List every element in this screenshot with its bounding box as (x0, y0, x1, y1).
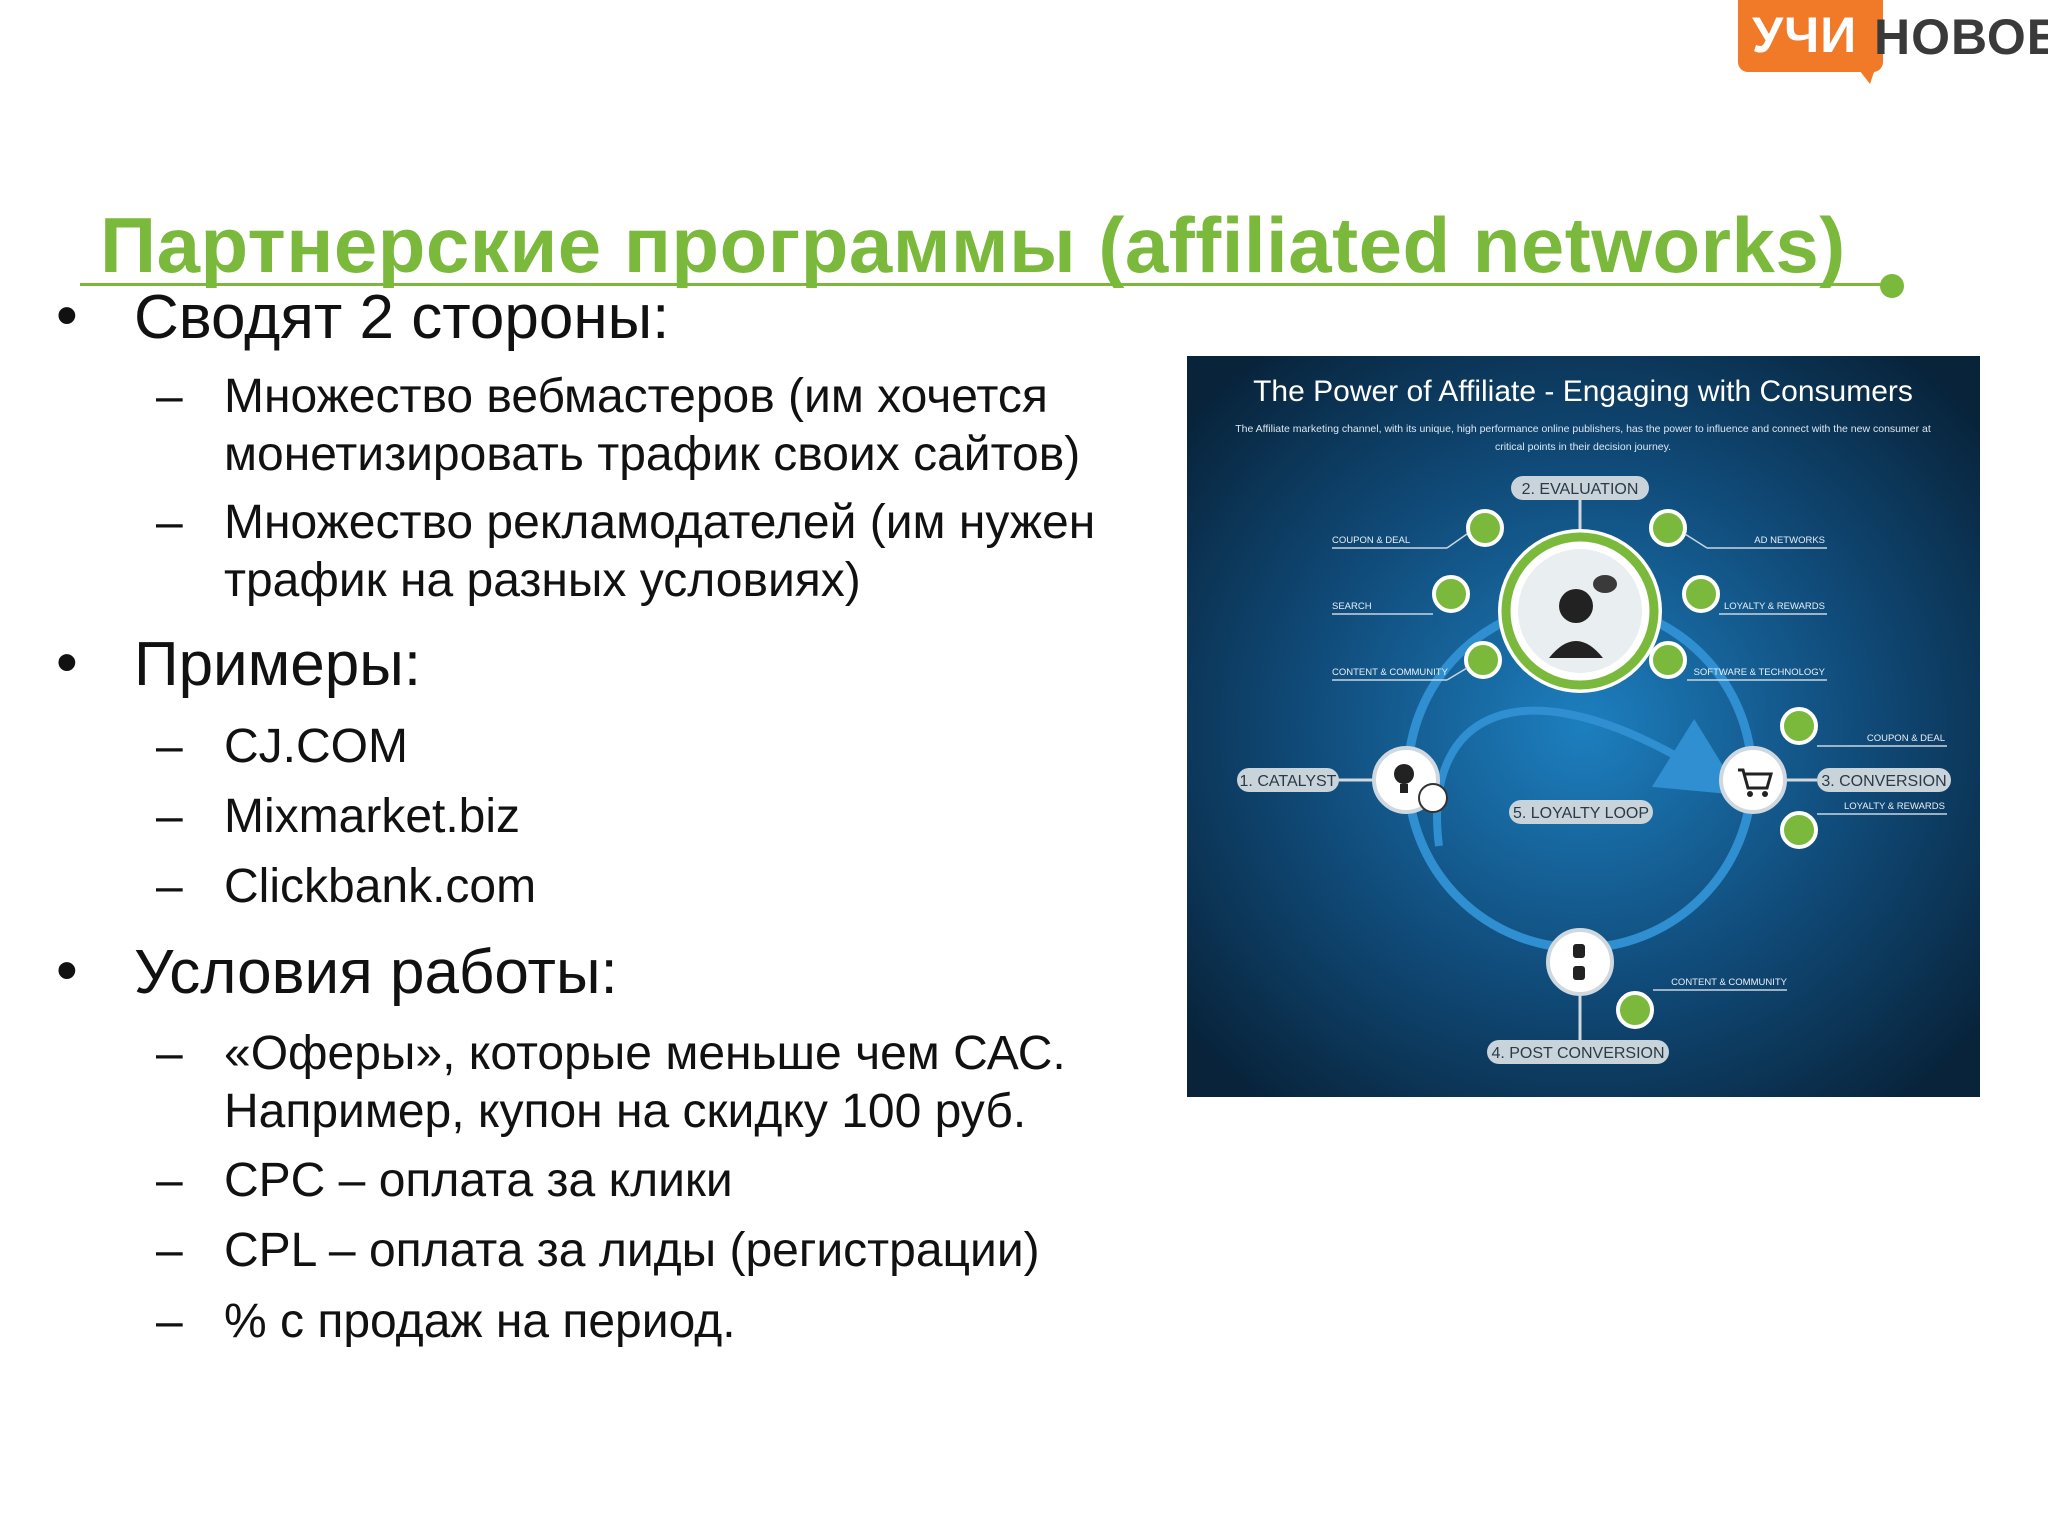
sub-bullet-line: % с продаж на период. (224, 1295, 736, 1348)
affiliate-diagram: The Power of Affiliate - Engaging with C… (1187, 356, 1980, 1097)
label-coupon-deal: COUPON & DEAL (1332, 535, 1410, 546)
dash-mark: – (156, 1027, 183, 1080)
thumbs-icon (1573, 944, 1585, 980)
category-labels: COUPON & DEAL SEARCH CONTENT & COMMUNITY… (1332, 535, 1945, 988)
evaluation-node-ring (1501, 532, 1659, 690)
bullet-text: Сводят 2 стороны: (134, 283, 670, 352)
diagram-subtitle: critical points in their decision journe… (1495, 441, 1671, 453)
search-node (1432, 575, 1470, 613)
brand-logo: УЧИ НОВОЕ (1738, 0, 2048, 85)
label-leader-lines (1332, 533, 1947, 991)
sub-bullet-line: монетизировать трафик своих сайтов) (224, 428, 1081, 481)
sub-bullet-line: Clickbank.com (224, 860, 537, 913)
cart-icon (1738, 768, 1773, 797)
stage-loyalty-loop: 5. LOYALTY LOOP (1513, 805, 1649, 822)
dash-mark: – (156, 860, 183, 913)
sub-bullet-line: CPL – оплата за лиды (регистрации) (224, 1224, 1040, 1277)
lightbulb-icon (1394, 764, 1414, 793)
sub-bullet-line: CJ.COM (224, 720, 408, 773)
affiliate-diagram-image: The Power of Affiliate - Engaging with C… (1187, 356, 1980, 1097)
bullet-mark: • (56, 936, 78, 1005)
coupon-deal-node (1466, 509, 1504, 547)
logo-badge-text: УЧИ (1752, 7, 1858, 63)
bullet-mark: • (56, 281, 78, 350)
dash-mark: – (156, 1154, 183, 1207)
slide-title: Партнерские программы (affiliated networ… (100, 201, 1846, 289)
gear-icon (1418, 783, 1448, 813)
dash-mark: – (156, 1224, 183, 1277)
label-loyalty-rewards: LOYALTY & REWARDS (1724, 601, 1825, 612)
label-ad-networks: AD NETWORKS (1754, 535, 1825, 546)
title-underline-dot (1880, 274, 1904, 298)
software-technology-node (1649, 641, 1687, 679)
title-underline (80, 283, 1892, 286)
content-community-node (1464, 641, 1502, 679)
loyalty-rewards-node (1682, 575, 1720, 613)
sub-bullet-line: Множество рекламодателей (им нужен (224, 496, 1096, 549)
stage-pills: 2. EVALUATION 1. CATALYST 3. CONVERSION … (1237, 476, 1951, 1064)
ad-networks-node (1649, 509, 1687, 547)
bullet-text: Условия работы: (134, 938, 618, 1007)
stage-evaluation: 2. EVALUATION (1522, 481, 1639, 498)
dash-mark: – (156, 790, 183, 843)
sub-bullet-line: Например, купон на скидку 100 руб. (224, 1085, 1027, 1138)
coupon-deal-node-2 (1780, 707, 1818, 745)
person-icon (1549, 575, 1617, 658)
stage-catalyst: 1. CATALYST (1240, 773, 1337, 790)
dash-mark: – (156, 720, 183, 773)
label-loyalty-rewards-2: LOYALTY & REWARDS (1844, 801, 1945, 812)
stage-conversion: 3. CONVERSION (1821, 773, 1946, 790)
bullet-text: Примеры: (134, 630, 422, 699)
post-conversion-node (1546, 928, 1614, 996)
dash-mark: – (156, 370, 183, 423)
stage-post-conversion: 4. POST CONVERSION (1491, 1045, 1664, 1062)
sub-bullet-line: «Оферы», которые меньше чем САС. (224, 1027, 1066, 1080)
dash-mark: – (156, 496, 183, 549)
conversion-node (1719, 746, 1787, 814)
label-content-community-2: CONTENT & COMMUNITY (1671, 977, 1788, 988)
logo-badge: УЧИ (1738, 0, 1883, 84)
diagram-subtitle: The Affiliate marketing channel, with it… (1235, 423, 1931, 435)
loyalty-rewards-node-2 (1780, 811, 1818, 849)
label-coupon-deal-2: COUPON & DEAL (1867, 733, 1945, 744)
sub-bullet-line: Mixmarket.biz (224, 790, 521, 843)
label-content-community: CONTENT & COMMUNITY (1332, 667, 1449, 678)
sub-bullet-line: CPC – оплата за клики (224, 1154, 733, 1207)
logo-speech-tail (1856, 66, 1876, 84)
label-software-technology: SOFTWARE & TECHNOLOGY (1694, 667, 1826, 678)
dash-mark: – (156, 1295, 183, 1348)
logo-word: НОВОЕ (1874, 9, 2048, 65)
bullet-mark: • (56, 628, 78, 697)
sub-bullet-line: трафик на разных условиях) (224, 554, 861, 607)
label-search: SEARCH (1332, 601, 1372, 612)
content-community-node-2 (1616, 991, 1654, 1029)
sub-bullet-line: Множество вебмастеров (им хочется (224, 370, 1048, 423)
diagram-title: The Power of Affiliate - Engaging with C… (1253, 375, 1913, 408)
